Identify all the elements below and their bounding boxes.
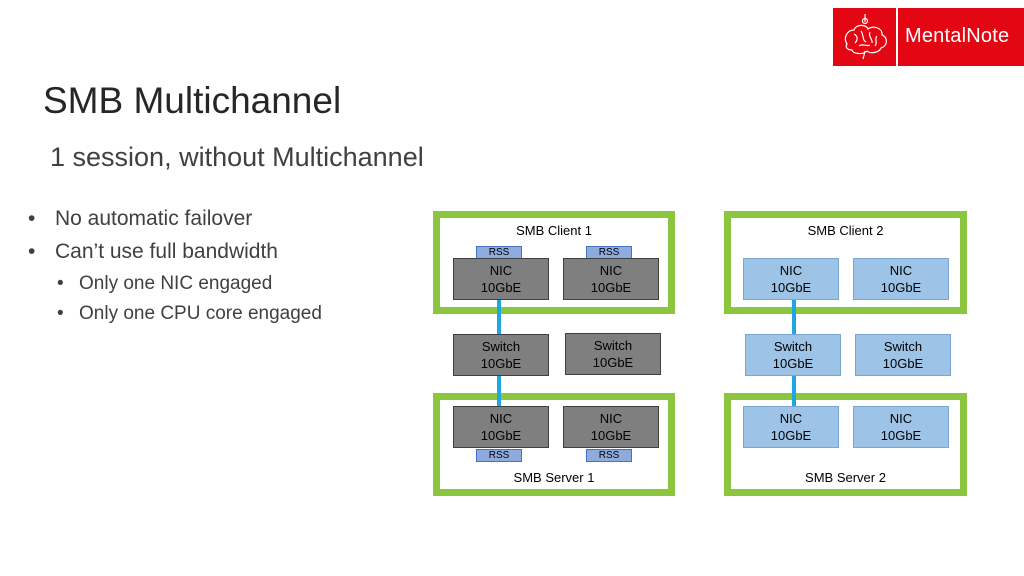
switch-1b: Switch 10GbE: [565, 333, 661, 375]
bullet-dot: •: [28, 207, 36, 230]
switch-2b: Switch 10GbE: [855, 334, 951, 376]
switch-speed: 10GbE: [480, 356, 522, 371]
smb-server-1-label: SMB Server 1: [513, 470, 595, 485]
nic-label: NIC: [599, 263, 623, 278]
nic-label: NIC: [489, 411, 513, 426]
switch-1a: Switch 10GbE: [453, 334, 549, 376]
server-2-nic-1: NIC 10GbE: [743, 406, 839, 448]
client-2-nic-1: NIC 10GbE: [743, 258, 839, 300]
slide-subtitle: 1 session, without Multichannel: [50, 142, 424, 172]
mentalnote-logo: MentalNote: [833, 8, 1024, 66]
nic-speed: 10GbE: [770, 428, 812, 443]
nic-label: NIC: [779, 411, 803, 426]
nic-speed: 10GbE: [770, 280, 812, 295]
switch-label: Switch: [593, 338, 633, 353]
client-2-nic-2: NIC 10GbE: [853, 258, 949, 300]
rss-badge: RSS: [476, 449, 522, 462]
rss-badge: RSS: [586, 449, 632, 462]
switch-speed: 10GbE: [592, 355, 634, 370]
server-1-nic-2: NIC 10GbE: [563, 406, 659, 448]
logo-brand-text: MentalNote: [905, 25, 1010, 47]
bullet-dot: •: [57, 303, 64, 324]
client-1-nic-1: NIC 10GbE: [453, 258, 549, 300]
nic-speed: 10GbE: [880, 280, 922, 295]
nic-label: NIC: [489, 263, 513, 278]
brain-icon: [844, 14, 887, 60]
slide-title: SMB Multichannel: [43, 80, 342, 121]
smb-client-2-label: SMB Client 2: [807, 223, 884, 238]
nic-label: NIC: [889, 263, 913, 278]
bullet-text: Can’t use full bandwidth: [55, 240, 278, 263]
smb-server-2-label: SMB Server 2: [805, 470, 886, 485]
smb-client-1-label: SMB Client 1: [516, 223, 592, 238]
nic-label: NIC: [599, 411, 623, 426]
client-1-nic-2: NIC 10GbE: [563, 258, 659, 300]
bullet-text: Only one NIC engaged: [79, 273, 273, 294]
switch-2a: Switch 10GbE: [745, 334, 841, 376]
server-2-nic-2: NIC 10GbE: [853, 406, 949, 448]
switch-speed: 10GbE: [772, 356, 814, 371]
nic-label: NIC: [889, 411, 913, 426]
bullet-text: Only one CPU core engaged: [79, 303, 322, 324]
nic-label: NIC: [779, 263, 803, 278]
switch-label: Switch: [883, 339, 923, 354]
nic-speed: 10GbE: [590, 280, 632, 295]
switch-label: Switch: [773, 339, 813, 354]
bullet-dot: •: [28, 240, 36, 263]
nic-speed: 10GbE: [480, 280, 522, 295]
switch-speed: 10GbE: [882, 356, 924, 371]
nic-speed: 10GbE: [480, 428, 522, 443]
nic-speed: 10GbE: [880, 428, 922, 443]
logo-divider: [896, 8, 898, 66]
switch-label: Switch: [481, 339, 521, 354]
server-1-nic-1: NIC 10GbE: [453, 406, 549, 448]
bullet-dot: •: [57, 273, 64, 294]
nic-speed: 10GbE: [590, 428, 632, 443]
bullet-text: No automatic failover: [55, 207, 253, 230]
